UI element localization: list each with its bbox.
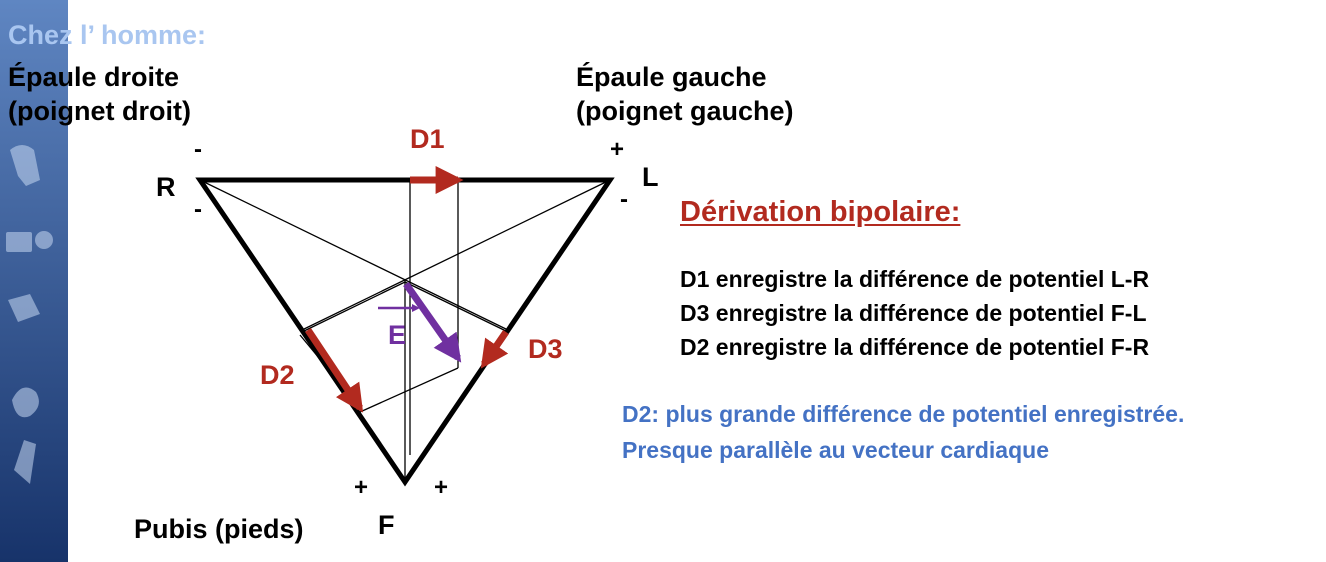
left-shoulder-label: Épaule gauche (poignet gauche) <box>576 60 794 128</box>
cardiac-vector-label: E <box>388 320 407 350</box>
page-heading: Chez l’ homme: <box>8 20 207 50</box>
d2-arrow <box>305 328 364 413</box>
electrode-l: L <box>642 162 659 192</box>
lead-d2-label: D2 <box>260 360 295 390</box>
left-shoulder-line1: Épaule gauche <box>576 62 767 92</box>
electrode-f: F <box>378 510 395 540</box>
lead-d3-label: D3 <box>528 334 563 364</box>
lead-descriptions: D1 enregistre la différence de potentiel… <box>680 262 1149 364</box>
right-shoulder-line1: Épaule droite <box>8 62 180 92</box>
description-d1: D1 enregistre la différence de potentiel… <box>680 266 1150 292</box>
vector-symbol-arrowhead <box>412 304 420 312</box>
sign-r-bottom: - <box>194 196 202 223</box>
lead-d1-label: D1 <box>410 124 445 154</box>
d2-note: D2: plus grande différence de potentiel … <box>622 401 1185 463</box>
triangle-outline <box>195 177 615 487</box>
cardiac-vector-arrow <box>403 281 462 363</box>
description-d2: D2 enregistre la différence de potentiel… <box>680 334 1150 360</box>
right-shoulder-label: Épaule droite (poignet droit) <box>8 60 191 128</box>
sign-f-left: + <box>354 474 369 501</box>
side-decoration-strip <box>0 0 68 562</box>
description-d3: D3 enregistre la différence de potentiel… <box>680 300 1147 326</box>
sign-r-top: - <box>194 136 202 163</box>
sign-f-right: + <box>434 474 449 501</box>
construction-lines <box>199 179 611 482</box>
right-shoulder-line2: (poignet droit) <box>8 96 191 126</box>
left-shoulder-line2: (poignet gauche) <box>576 96 794 126</box>
sign-l-bottom: - <box>620 186 628 213</box>
electrode-r: R <box>156 172 176 202</box>
section-title: Dérivation bipolaire: <box>680 196 961 228</box>
d3-arrow <box>480 330 509 369</box>
pubis-label: Pubis (pieds) <box>134 514 304 544</box>
sign-l-top: + <box>610 136 625 163</box>
